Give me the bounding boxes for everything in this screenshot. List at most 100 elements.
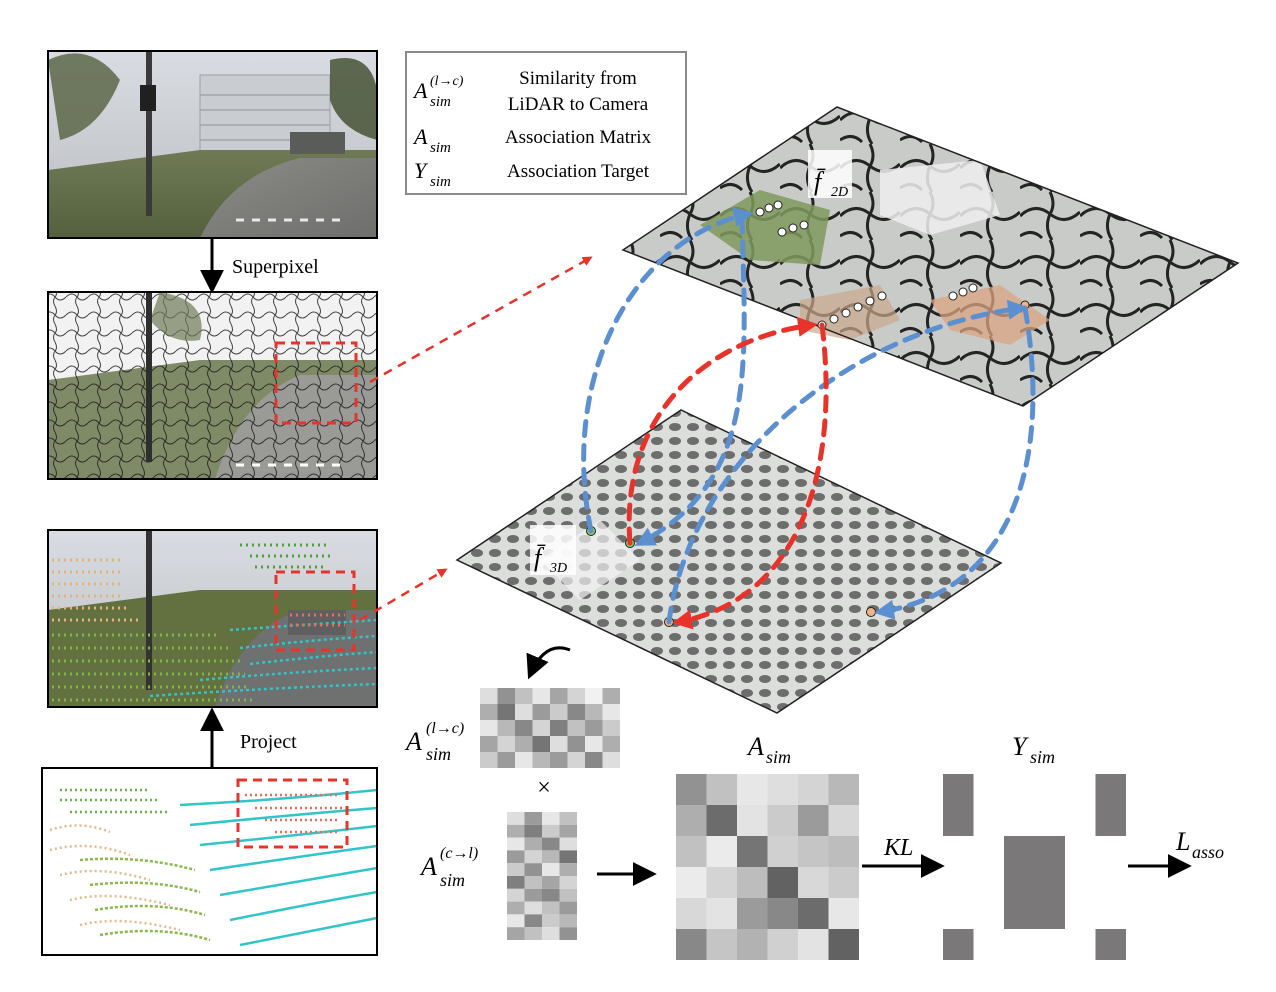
- matrix-cell: [973, 836, 1004, 867]
- projected-points: [52, 543, 378, 702]
- matrix-cell: [524, 812, 542, 825]
- svg-text:3D: 3D: [549, 561, 567, 576]
- matrix-cell: [798, 898, 829, 929]
- svg-text:sim: sim: [430, 94, 451, 110]
- svg-text:Similarity from: Similarity from: [519, 68, 637, 89]
- matrix-cell: [542, 876, 560, 889]
- matrix-cell: [559, 901, 577, 915]
- matrix-cell: [1065, 805, 1096, 836]
- matrix-cell: [973, 805, 1004, 836]
- matrix-cell: [1095, 774, 1126, 805]
- matrix-cell: [524, 888, 542, 902]
- project-label: Project: [240, 731, 297, 753]
- association-arcs: [581, 207, 1036, 630]
- matrix-cell: [585, 688, 603, 704]
- matrix-cell: [507, 824, 525, 838]
- matrix-cell: [828, 867, 859, 898]
- matrix-cell: [559, 914, 577, 928]
- matrix-cell: [515, 688, 533, 704]
- wrong-link-1: [626, 316, 818, 546]
- l-asso-label: L asso: [1175, 827, 1224, 862]
- matrix-cell: [524, 850, 542, 864]
- y-sim-matrix: [943, 774, 1126, 960]
- matrix-cell: [497, 752, 515, 768]
- correct-link-1: [581, 207, 754, 534]
- matrix-cell: [706, 898, 737, 929]
- svg-text:(l→c): (l→c): [426, 720, 464, 737]
- times-symbol: ×: [537, 775, 551, 801]
- matrix-cell: [507, 888, 525, 902]
- y-sim-label: Y sim: [1012, 732, 1055, 767]
- a-lc-label: A (l→c) sim: [404, 720, 464, 764]
- matrix-cell: [798, 805, 829, 836]
- matrix-cell: [798, 867, 829, 898]
- matrix-cell: [559, 888, 577, 902]
- legend: A (l→c) sim Similarity from LiDAR to Cam…: [405, 51, 687, 195]
- superpixel-image: [47, 291, 378, 480]
- matrix-cell: [515, 736, 533, 752]
- matrix-cell: [1034, 867, 1065, 898]
- svg-text:(c→l): (c→l): [440, 845, 478, 862]
- matrix-cell: [480, 736, 498, 752]
- svg-text:L: L: [1175, 827, 1190, 856]
- matrix-cell: [1034, 929, 1065, 960]
- matrix-cell: [550, 688, 568, 704]
- matrix-cell: [676, 867, 707, 898]
- matrix-cell: [567, 736, 585, 752]
- a-sim-matrix: [676, 774, 859, 960]
- matrix-cell: [542, 837, 560, 851]
- svg-text:(l→c): (l→c): [430, 74, 464, 89]
- wrong-link-2: [672, 322, 829, 630]
- matrix-cell: [480, 752, 498, 768]
- matrix-cell: [973, 898, 1004, 929]
- matrix-cell: [559, 824, 577, 838]
- matrix-cell: [559, 927, 577, 940]
- matrix-cell: [943, 898, 974, 929]
- matrix-cell: [480, 704, 498, 720]
- matrix-cell: [602, 736, 620, 752]
- matrix-cell: [550, 720, 568, 736]
- matrix-cell: [676, 898, 707, 929]
- feature-plane-3d: f̄ 3D: [455, 409, 1003, 714]
- matrix-cell: [1065, 867, 1096, 898]
- matrix-cell: [737, 929, 768, 960]
- curved-arrow: [526, 646, 571, 680]
- matrix-cell: [943, 805, 974, 836]
- matrix-cell: [602, 704, 620, 720]
- matrix-cell: [497, 704, 515, 720]
- svg-text:sim: sim: [426, 744, 451, 764]
- matrix-cell: [602, 752, 620, 768]
- matrix-cell: [524, 901, 542, 915]
- matrix-cell: [798, 929, 829, 960]
- matrix-cell: [828, 836, 859, 867]
- projected-highlight-box: [274, 570, 356, 652]
- matrix-cell: [559, 850, 577, 864]
- matrix-cell: [1095, 867, 1126, 898]
- matrix-cell: [542, 850, 560, 864]
- matrix-cell: [497, 720, 515, 736]
- matrix-cell: [515, 752, 533, 768]
- matrix-cell: [943, 867, 974, 898]
- matrix-cell: [524, 876, 542, 889]
- matrix-cell: [559, 863, 577, 876]
- matrix-cell: [515, 704, 533, 720]
- matrix-cell: [1065, 836, 1096, 867]
- matrix-cell: [507, 927, 525, 940]
- matrix-cell: [507, 901, 525, 915]
- matrix-cell: [542, 863, 560, 876]
- superpixel-highlight-box: [274, 341, 358, 425]
- superpixel-label: Superpixel: [232, 256, 319, 278]
- matrix-cell: [1095, 805, 1126, 836]
- matrix-cell: [706, 929, 737, 960]
- matrix-cell: [1034, 836, 1065, 867]
- matrix-cell: [550, 704, 568, 720]
- matrix-cell: [706, 836, 737, 867]
- matrix-cell: [1095, 929, 1126, 960]
- svg-text:asso: asso: [1192, 842, 1224, 862]
- matrix-cell: [737, 867, 768, 898]
- zoom-arrow-2d: [369, 256, 593, 384]
- matrix-cell: [767, 929, 798, 960]
- matrix-cell: [602, 688, 620, 704]
- matrix-cell: [737, 898, 768, 929]
- matrix-cell: [480, 688, 498, 704]
